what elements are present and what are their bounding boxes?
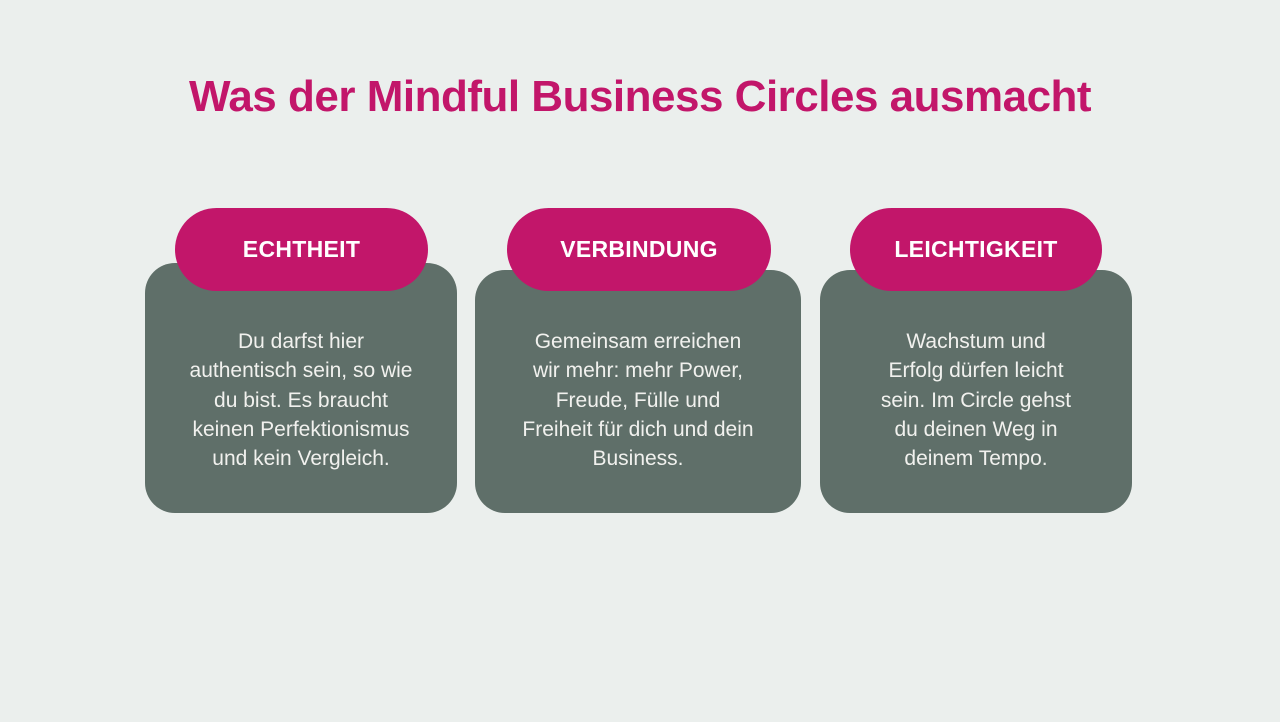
text-line: keinen Perfektionismus	[192, 417, 410, 441]
text-line: Gemeinsam erreichen	[534, 330, 742, 353]
page-title: Was der Mindful Business Circles ausmach…	[188, 72, 1092, 121]
text-line: deinem Tempo.	[904, 447, 1048, 471]
card-text: Wachstum und Erfolg dürfen leicht sein. …	[820, 327, 1132, 473]
label-leichtigkeit: LEICHTIGKEIT	[850, 208, 1102, 291]
text-line: Erfolg dürfen leicht	[888, 359, 1064, 383]
label-echtheit: ECHTHEIT	[175, 208, 428, 291]
card-text: Du darfst hier authentisch sein, so wie …	[145, 327, 457, 473]
text-line: wir mehr: mehr Power,	[532, 359, 744, 383]
text-line: Freude, Fülle und	[555, 388, 721, 412]
text-line: authentisch sein, so wie	[189, 359, 413, 383]
text-line: Du darfst hier	[237, 330, 365, 353]
card-text: Gemeinsam erreichen wir mehr: mehr Power…	[475, 327, 801, 473]
text-line: Business.	[592, 447, 684, 471]
text-line: Freiheit für dich und dein	[522, 417, 754, 441]
text-line: du deinen Weg in	[894, 417, 1058, 441]
text-line: du bist. Es braucht	[214, 388, 388, 412]
card-echtheit: Du darfst hier authentisch sein, so wie …	[145, 263, 457, 513]
card-leichtigkeit: Wachstum und Erfolg dürfen leicht sein. …	[820, 270, 1132, 513]
text-line: sein. Im Circle gehst	[880, 388, 1072, 412]
card-verbindung: Gemeinsam erreichen wir mehr: mehr Power…	[475, 270, 801, 513]
text-line: und kein Vergleich.	[212, 447, 390, 471]
text-line: Wachstum und	[906, 330, 1046, 353]
label-verbindung: VERBINDUNG	[507, 208, 771, 291]
